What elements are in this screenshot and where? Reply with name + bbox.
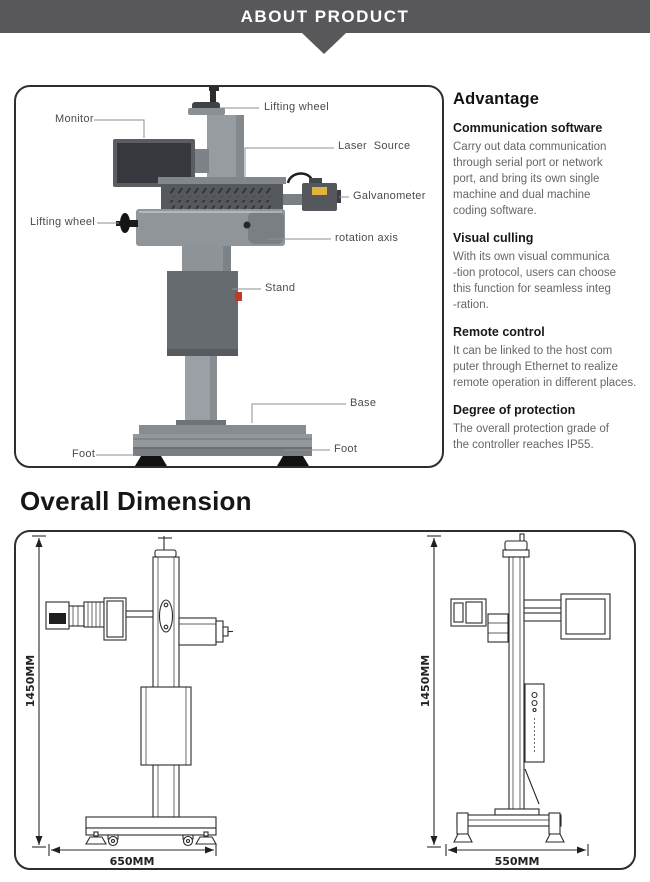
section-text-line: remote operation in different places. <box>453 377 637 389</box>
overall-dimension-title: Overall Dimension <box>20 486 252 516</box>
product-diagram-panel: Lifting wheel Monitor Laser Source Galva… <box>14 85 444 468</box>
section-text-line: the controller reaches IP55. <box>453 439 594 451</box>
label-galvanometer: Galvanometer <box>353 190 426 202</box>
label-laser-source: Laser Source <box>338 140 411 152</box>
section-text-line: machine and dual machine <box>453 189 591 201</box>
section-text-line: coding software. <box>453 205 537 217</box>
about-product-banner: ABOUT PRODUCT <box>0 0 650 33</box>
label-monitor: Monitor <box>55 113 94 125</box>
front-view-drawing: 1450MM <box>24 535 233 868</box>
section-heading: Degree of protection <box>453 403 576 417</box>
label-lifting-wheel-top: Lifting wheel <box>264 101 330 113</box>
banner-title: ABOUT PRODUCT <box>240 6 410 26</box>
label-lifting-wheel-left: Lifting wheel <box>30 216 96 228</box>
section-text-line: Carry out data communication <box>453 141 607 153</box>
dimension-panel: 1450MM <box>14 530 636 870</box>
side-view-drawing: 1450MM <box>419 533 611 868</box>
advantage-section-communication: Communication software Carry out data co… <box>453 121 645 219</box>
label-base: Base <box>350 397 377 409</box>
section-text-line: puter through Ethernet to realize <box>453 361 618 373</box>
label-rotation-axis: rotation axis <box>335 232 399 244</box>
section-text-line: It can be linked to the host com <box>453 345 613 357</box>
front-view-height-label: 1450MM <box>24 655 37 708</box>
advantage-column: Advantage Communication software Carry o… <box>453 90 645 465</box>
advantage-title: Advantage <box>453 90 540 108</box>
label-foot-right: Foot <box>334 443 358 455</box>
label-foot-left: Foot <box>72 448 96 460</box>
section-heading: Remote control <box>453 325 545 339</box>
down-pointer-icon <box>302 33 346 54</box>
side-view-height-label: 1450MM <box>419 655 432 708</box>
front-view-width-label: 650MM <box>110 855 155 868</box>
label-stand: Stand <box>265 282 296 294</box>
advantage-section-remote-control: Remote control It can be linked to the h… <box>453 325 645 391</box>
advantage-section-degree-of-protection: Degree of protection The overall protect… <box>453 403 645 453</box>
machine-render <box>113 87 341 466</box>
section-heading: Visual culling <box>453 231 534 245</box>
machine-illustration <box>94 87 349 466</box>
section-text-line: this function for seamless integ <box>453 283 611 295</box>
section-text-line: -tion protocol, users can choose <box>453 267 617 279</box>
section-text-line: port, and bring its own single <box>453 173 600 185</box>
section-heading: Communication software <box>453 121 603 135</box>
section-text-line: through serial port or network <box>453 157 603 169</box>
dimension-drawings: 1450MM <box>24 533 611 868</box>
section-text-line: With its own visual communica <box>453 251 610 263</box>
label-leader-lines <box>94 107 349 456</box>
advantage-section-visual-culling: Visual culling With its own visual commu… <box>453 231 645 313</box>
side-view-width-label: 550MM <box>495 855 540 868</box>
section-text-line: The overall protection grade of <box>453 423 609 435</box>
section-text-line: -ration. <box>453 299 489 311</box>
